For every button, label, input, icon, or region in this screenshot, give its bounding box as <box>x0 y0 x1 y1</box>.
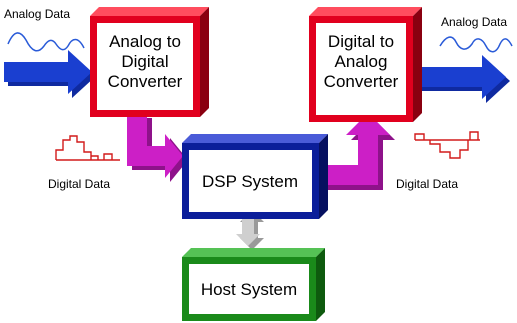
digital-arrow-adc-to-dsp <box>127 114 188 182</box>
digital-output-label: Digital Data <box>396 177 458 191</box>
analog-input-label: Analog Data <box>4 7 70 21</box>
analog-input-arrow <box>4 50 96 98</box>
host-box: Host System <box>182 248 325 321</box>
analog-output-wave <box>439 36 513 53</box>
dsp-box: DSP System <box>182 134 328 219</box>
adc-label-line-2: Digital <box>121 52 168 71</box>
dac-label-line-3: Converter <box>324 72 399 91</box>
analog-output-label: Analog Data <box>441 15 507 29</box>
dsp-label: DSP System <box>202 172 298 191</box>
analog-input-wave <box>7 32 85 52</box>
digital-output-wave <box>414 131 480 159</box>
adc-box: Analog to Digital Converter <box>90 7 209 117</box>
adc-label-line-3: Converter <box>108 72 183 91</box>
dac-label-line-1: Digital to <box>328 32 394 51</box>
digital-input-wave <box>55 135 120 161</box>
adc-label-line-1: Analog to <box>109 32 181 51</box>
digital-input-label: Digital Data <box>48 177 110 191</box>
dac-box: Digital to Analog Converter <box>309 7 422 122</box>
digital-arrow-dsp-to-dac <box>320 113 395 190</box>
dac-label-line-2: Analog <box>335 52 388 71</box>
analog-output-arrow <box>418 55 510 103</box>
host-label: Host System <box>201 280 297 299</box>
